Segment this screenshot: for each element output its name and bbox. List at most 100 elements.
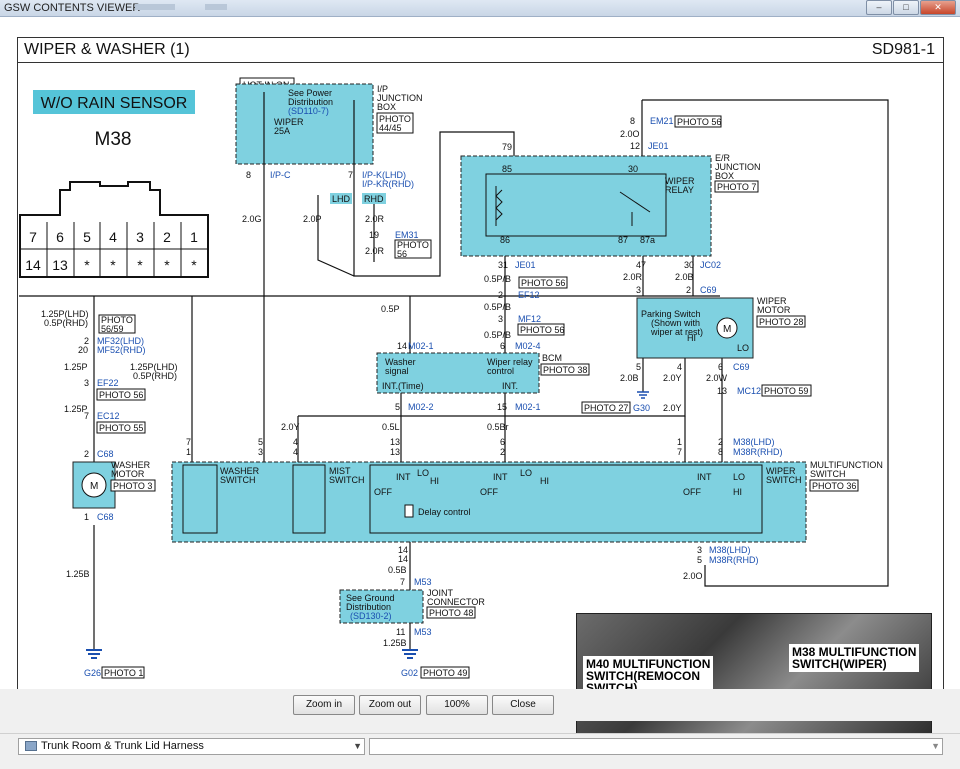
m02-4-link[interactable]: M02-4 bbox=[515, 341, 541, 351]
chevron-down-icon-2[interactable]: ▼ bbox=[931, 741, 940, 751]
photo5659: PHOTO bbox=[101, 315, 133, 325]
w20r: 2.0R bbox=[365, 214, 385, 224]
zoom-100-button[interactable]: 100% bbox=[426, 695, 488, 715]
c69-link[interactable]: C69 bbox=[700, 285, 717, 295]
pin5: 5 bbox=[395, 402, 400, 412]
pin79: 79 bbox=[502, 142, 512, 152]
w05br: 0.5Br bbox=[487, 422, 509, 432]
g26-link[interactable]: G26 bbox=[84, 668, 101, 678]
c68-link[interactable]: C68 bbox=[97, 449, 114, 459]
mist-switch-label-2: SWITCH bbox=[329, 475, 365, 485]
delay-resistor-icon bbox=[404, 504, 414, 518]
je01-link[interactable]: JE01 bbox=[648, 141, 669, 151]
w05pb2: 0.5P/B bbox=[484, 302, 511, 312]
maximize-button[interactable]: □ bbox=[893, 0, 919, 15]
photo7-label: PHOTO 7 bbox=[717, 182, 756, 192]
pin3-c69: 3 bbox=[636, 285, 641, 295]
pin87: 87 bbox=[618, 235, 628, 245]
ground-g26-icon bbox=[86, 649, 102, 659]
mf52-link[interactable]: MF52(RHD) bbox=[97, 345, 146, 355]
photo-label-m38: M38 MULTIFUNCTION SWITCH(WIPER) bbox=[789, 644, 920, 672]
g30-link[interactable]: G30 bbox=[633, 403, 650, 413]
w125p2: 1.25P(LHD) bbox=[130, 362, 178, 372]
wiring-diagram: W/O RAIN SENSOR M38 7 6 5 4 3 2 1 14 13 … bbox=[19, 77, 889, 679]
pin-bottom-3: * bbox=[84, 257, 90, 273]
w20bb: 2.0B bbox=[620, 373, 639, 383]
pin-top-2: 6 bbox=[56, 229, 64, 245]
pin-bottom-5: * bbox=[137, 257, 143, 273]
m53b-link[interactable]: M53 bbox=[414, 627, 432, 637]
rain-sensor-badge-bg bbox=[33, 90, 195, 114]
g02-link[interactable]: G02 bbox=[401, 668, 418, 678]
je01b-link[interactable]: JE01 bbox=[515, 260, 536, 270]
m38b-link[interactable]: M38(LHD) bbox=[709, 545, 751, 555]
m53-pin: 7 bbox=[400, 577, 405, 587]
w20o2: 2.0O bbox=[683, 571, 703, 581]
m02-1-link[interactable]: M02-1 bbox=[408, 341, 434, 351]
wiper-relay bbox=[485, 173, 667, 237]
ef22-pin: 3 bbox=[84, 378, 89, 388]
zoom-out-button[interactable]: Zoom out bbox=[359, 695, 421, 715]
pin6: 6 bbox=[718, 362, 723, 372]
mf12-pin: 3 bbox=[498, 314, 503, 324]
m53-link[interactable]: M53 bbox=[414, 577, 432, 587]
m38-lhd-link[interactable]: M38(LHD) bbox=[733, 437, 775, 447]
int-b: INT bbox=[493, 472, 508, 482]
mf12-link[interactable]: MF12 bbox=[518, 314, 541, 324]
pin-top-7: 1 bbox=[190, 229, 198, 245]
em31-link[interactable]: EM31 bbox=[395, 230, 419, 240]
zoom-in-button[interactable]: Zoom in bbox=[293, 695, 355, 715]
ec12-link[interactable]: EC12 bbox=[97, 411, 120, 421]
ipk-link[interactable]: I/P-K(LHD) bbox=[362, 170, 406, 180]
c68b-link[interactable]: C68 bbox=[97, 512, 114, 522]
ip-jb-label-3: BOX bbox=[377, 102, 396, 112]
diagram-viewer[interactable]: WIPER & WASHER (1) SD981-1 W/O RAIN SENS… bbox=[0, 17, 960, 706]
ef12-link[interactable]: EF12 bbox=[518, 290, 540, 300]
m38rb-link[interactable]: M38R(RHD) bbox=[709, 555, 759, 565]
ipk-pin: 7 bbox=[348, 170, 353, 180]
em21-link[interactable]: EM21 bbox=[650, 116, 674, 126]
harness-select[interactable]: Trunk Room & Trunk Lid Harness ▼ bbox=[18, 738, 365, 755]
m53b-pin: 11 bbox=[396, 627, 405, 637]
pin-bottom-1: 14 bbox=[25, 257, 41, 273]
pin30: 30 bbox=[628, 164, 638, 174]
ipkr-link[interactable]: I/P-KR(RHD) bbox=[362, 179, 414, 189]
ef22-link[interactable]: EF22 bbox=[97, 378, 119, 388]
mist-switch-label: MIST bbox=[329, 466, 351, 476]
washer-signal: Washer bbox=[385, 357, 416, 367]
photo56b: 56 bbox=[397, 249, 407, 259]
ipc-link[interactable]: I/P-C bbox=[270, 170, 291, 180]
photo5659b: 56/59 bbox=[101, 324, 124, 334]
lhd-tag: LHD bbox=[332, 194, 351, 204]
m02-1b-link[interactable]: M02-1 bbox=[515, 402, 541, 412]
c69b-link[interactable]: C69 bbox=[733, 362, 750, 372]
w05p-rhd: 0.5P(RHD) bbox=[44, 318, 88, 328]
sd130-link[interactable]: (SD130-2) bbox=[350, 611, 392, 621]
close-window-button[interactable]: ✕ bbox=[920, 0, 956, 15]
w05b: 0.5B bbox=[388, 565, 407, 575]
photo-44-label-2: 44/45 bbox=[379, 123, 402, 133]
wiper-switch bbox=[369, 464, 763, 534]
secondary-select[interactable]: ▼ bbox=[369, 738, 943, 755]
mf32-link[interactable]: MF32(LHD) bbox=[97, 336, 144, 346]
minimize-button[interactable]: – bbox=[866, 0, 892, 15]
wiper-switch-label: WIPER bbox=[766, 466, 796, 476]
sd110-link[interactable]: (SD110-7) bbox=[288, 106, 329, 116]
ip-junction-box bbox=[235, 83, 374, 165]
w20p: 2.0P bbox=[303, 214, 322, 224]
jc02-link[interactable]: JC02 bbox=[700, 260, 721, 270]
m02-2-link[interactable]: M02-2 bbox=[408, 402, 434, 412]
w20o: 2.0O bbox=[620, 129, 640, 139]
ip-jb-label-2: JUNCTION bbox=[377, 93, 423, 103]
mc12-link[interactable]: MC12 bbox=[737, 386, 761, 396]
m38r-rhd-link[interactable]: M38R(RHD) bbox=[733, 447, 783, 457]
wiper-relay-ctrl-2: control bbox=[487, 366, 514, 376]
wiper-relay-ctrl: Wiper relay bbox=[487, 357, 533, 367]
close-button[interactable]: Close bbox=[492, 695, 554, 715]
mf-label: MULTIFUNCTION bbox=[810, 460, 883, 470]
wires bbox=[19, 92, 889, 650]
w05p2: 0.5P(RHD) bbox=[133, 371, 177, 381]
ip-jb-label: I/P bbox=[377, 84, 388, 94]
washer-motor-label-2: MOTOR bbox=[111, 469, 145, 479]
chevron-down-icon[interactable]: ▼ bbox=[353, 741, 362, 751]
